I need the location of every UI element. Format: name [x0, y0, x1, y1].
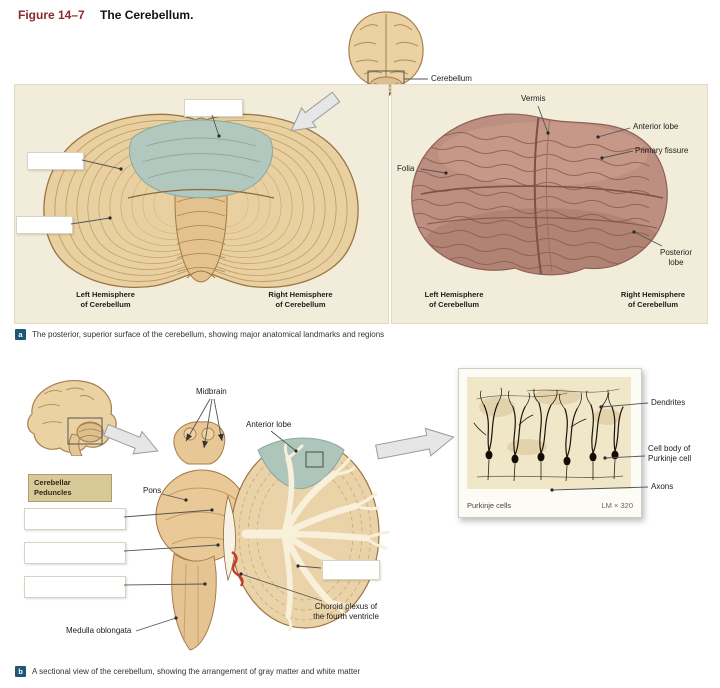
vermis-label: Vermis [521, 94, 546, 103]
medulla-oblongata-label: Medulla oblongata [66, 626, 132, 635]
anterior-lobe-label-a: Anterior lobe [633, 122, 679, 131]
cell-bodies [485, 450, 619, 466]
micrograph-caption-row: Purkinje cells LM × 320 [467, 501, 633, 510]
figure-title: The Cerebellum. [100, 8, 194, 22]
axons-label: Axons [651, 482, 674, 491]
caption-a-marker: a [15, 329, 26, 340]
choroid-plexus-label: Choroid plexus of the fourth ventricle [313, 602, 379, 621]
primary-fissure-label: Primary fissure [635, 146, 689, 155]
inset-cerebellum-label: Cerebellum [431, 74, 472, 83]
blank-label-box-b1[interactable] [24, 508, 126, 530]
blank-label-box-a2[interactable] [27, 152, 84, 170]
blank-label-box-b2[interactable] [24, 542, 126, 564]
blank-label-box-a3[interactable] [16, 216, 73, 234]
cerebellum-sagittal-inset [76, 421, 104, 443]
posterior-notch [186, 270, 216, 279]
fourth-ventricle [223, 494, 244, 587]
figure-header: Figure 14–7 The Cerebellum. [18, 8, 193, 22]
brain-sagittal-inset-illustration [27, 380, 117, 456]
brainstem-cerebellum-section-illustration [155, 421, 390, 651]
blank-label-box-b4[interactable] [322, 560, 380, 580]
illustration-left-hemisphere-label: Left Hemisphere of Cerebellum [76, 290, 135, 309]
micrograph-photo [467, 377, 631, 489]
midbrain-label: Midbrain [196, 387, 227, 396]
caption-b-marker: b [15, 666, 26, 677]
dendrite-trees [473, 387, 624, 458]
blank-label-box-b3[interactable] [24, 576, 126, 598]
micrograph-magnification: LM × 320 [601, 501, 633, 510]
cerebellum-posterior-illustration [43, 113, 359, 289]
caption-a: a The posterior, superior surface of the… [15, 329, 675, 340]
cell-body-label: Cell body of Purkinje cell [648, 444, 692, 463]
photo-right-hemisphere-label: Right Hemisphere of Cerebellum [620, 290, 686, 309]
caption-b: b A sectional view of the cerebellum, sh… [15, 666, 705, 677]
micrograph-specimen-label: Purkinje cells [467, 501, 512, 510]
axon-fibers [476, 459, 624, 482]
figure-number: Figure 14–7 [18, 8, 85, 22]
posterior-lobe-label: Posterior lobe [659, 248, 692, 267]
dendrites-label: Dendrites [651, 398, 686, 407]
purkinje-cells-illustration [473, 387, 624, 482]
pons-label: Pons [143, 486, 162, 495]
photo-left-hemisphere-label: Left Hemisphere of Cerebellum [424, 290, 484, 309]
primary-fissure-line [127, 188, 275, 199]
folia-label: Folia [397, 164, 415, 173]
gyri-lines [37, 387, 95, 425]
caption-a-text: The posterior, superior surface of the c… [32, 330, 385, 339]
anterior-lobe-label-b: Anterior lobe [246, 420, 292, 429]
blank-label-box-a1[interactable] [184, 99, 243, 117]
micrograph-frame: Purkinje cells LM × 320 [458, 368, 642, 518]
anterior-lobe-region [129, 119, 273, 199]
illustration-right-hemisphere-label: Right Hemisphere of Cerebellum [268, 290, 333, 309]
caption-b-text: A sectional view of the cerebellum, show… [32, 667, 361, 676]
cerebellar-peduncles-header: Cerebellar Peduncles [28, 474, 112, 503]
brainstem-inset [68, 433, 83, 456]
